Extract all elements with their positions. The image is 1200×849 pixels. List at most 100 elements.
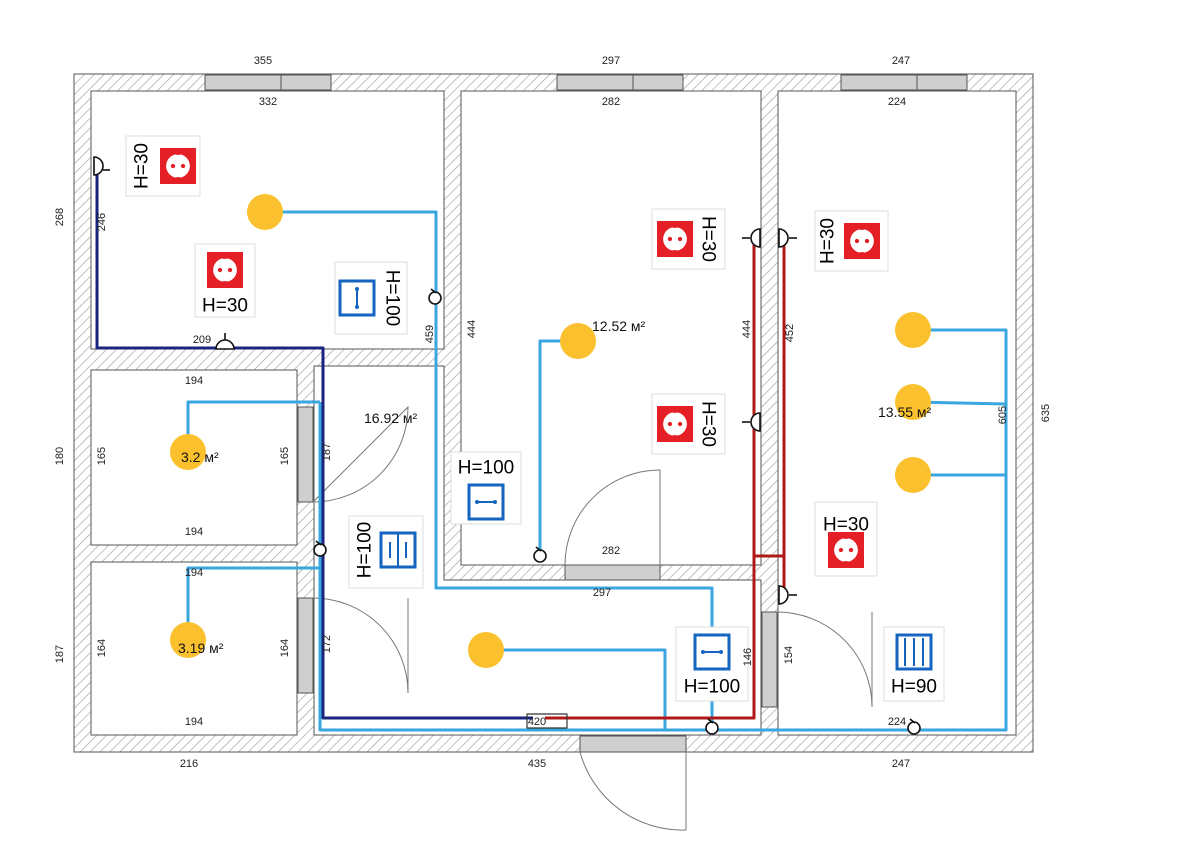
dim-bath-height: 164: [279, 639, 291, 657]
switch-point-icon: [428, 291, 442, 305]
wall-socket-icon: [750, 412, 761, 432]
walls: [73, 73, 1034, 753]
door-openings: [297, 406, 778, 753]
socket-ground: [859, 226, 865, 230]
wall-structure: [73, 73, 1034, 753]
switch-tick: [535, 546, 542, 552]
socket-pin: [667, 236, 673, 242]
switch-dot: [475, 500, 479, 504]
wire-main-bus: [318, 328, 1008, 732]
dim-bath-bottom: 194: [185, 716, 203, 728]
switch-height-label: H=100: [684, 677, 741, 698]
dim-corridor: 172: [321, 635, 333, 653]
socket-pin: [170, 163, 176, 169]
socket-pin: [227, 267, 233, 273]
socket-box: H=30: [651, 208, 726, 270]
switch-box: H=100: [675, 626, 749, 702]
switch-dot: [701, 650, 705, 654]
lamp-icon: [560, 323, 596, 359]
dim-outer-bottom: 247: [892, 758, 910, 770]
socket-pin: [838, 547, 844, 553]
dim-hall: 420: [528, 716, 546, 728]
door-swing-room3: [776, 611, 873, 708]
junction-box: [526, 713, 568, 729]
dim-hall: 146: [742, 648, 754, 666]
socket-ground: [672, 250, 678, 254]
dim-bath-height: 164: [96, 639, 108, 657]
socket-box: H=30: [651, 393, 726, 455]
dim-partition: 459: [424, 325, 436, 343]
wire-main-feed: [95, 166, 533, 720]
socket-height-label: H=30: [823, 515, 869, 536]
door-swings: [312, 405, 873, 831]
socket-box: H=30: [125, 135, 201, 197]
wire-bath: [186, 566, 320, 640]
door-opening-entrance: [579, 735, 687, 753]
socket-height-label: H=30: [132, 143, 153, 189]
socket-ground: [672, 224, 678, 228]
socket-ground: [672, 409, 678, 413]
socket-ground: [222, 255, 228, 259]
switch-dot: [493, 500, 497, 504]
socket-pin: [677, 421, 683, 427]
socket-pin: [180, 163, 186, 169]
switch-dot: [719, 650, 723, 654]
wiring: [95, 166, 1008, 732]
dim-outer-top: 247: [892, 55, 910, 67]
socket-height-label: H=30: [698, 216, 719, 262]
switch-height-label: H=100: [458, 458, 515, 479]
area-wc: 3.2 м²: [181, 449, 219, 465]
wall-socket-icon: [93, 156, 104, 176]
window-bedroom: [556, 74, 684, 91]
dim-bath-top: 194: [185, 567, 203, 579]
area-room3: 13.55 м²: [878, 404, 932, 420]
switch-box: H=100: [450, 451, 522, 525]
door-swing-bedroom: [564, 469, 661, 566]
socket-box: H=30: [194, 243, 256, 318]
wall-socket-icon: [750, 228, 761, 248]
dim-wc-mid: 194: [185, 526, 203, 538]
switch-box: H=100: [348, 515, 424, 589]
wall-symbols: [93, 156, 921, 735]
switch-icon: [338, 279, 376, 317]
socket-pin: [217, 267, 223, 273]
socket-pin: [848, 547, 854, 553]
wall-socket-icon: [778, 585, 789, 605]
socket-box: H=30: [814, 501, 878, 577]
wire-bedroom: [538, 339, 578, 556]
switch-tick: [315, 540, 322, 546]
switch-box: H=90: [883, 626, 945, 702]
dim-wc-height: 165: [96, 447, 108, 465]
switch-height-label: H=100: [355, 522, 376, 579]
socket-ground: [859, 252, 865, 256]
lamp-icon: [247, 194, 283, 230]
switch-tick: [430, 288, 437, 294]
wire-sockets: [545, 238, 756, 720]
socket-pin: [667, 421, 673, 427]
socket-ground: [222, 281, 228, 285]
socket-face: [850, 229, 874, 253]
lamp-icon: [170, 434, 206, 470]
dim-outer-bottom: 435: [528, 758, 546, 770]
socket-height-label: H=30: [698, 401, 719, 447]
switch-box: H=100: [334, 261, 408, 335]
door-opening-bath: [297, 597, 314, 694]
switch-tick: [909, 718, 916, 724]
dim-outer-top: 355: [254, 55, 272, 67]
switch-point-icon: [313, 543, 327, 557]
lamp-icon: [895, 457, 931, 493]
door-swing-entrance: [579, 751, 687, 831]
socket-height-label: H=30: [202, 296, 248, 317]
switch-height-label: H=100: [382, 270, 403, 327]
dim-living-left: 246: [96, 213, 108, 231]
switch-dot: [355, 305, 359, 309]
dim-outer-top: 297: [602, 55, 620, 67]
area-living: 16.92 м²: [364, 410, 418, 426]
lamp-icon: [895, 312, 931, 348]
socket-height-label: H=30: [818, 218, 839, 264]
dim-left-side: 187: [54, 645, 66, 663]
